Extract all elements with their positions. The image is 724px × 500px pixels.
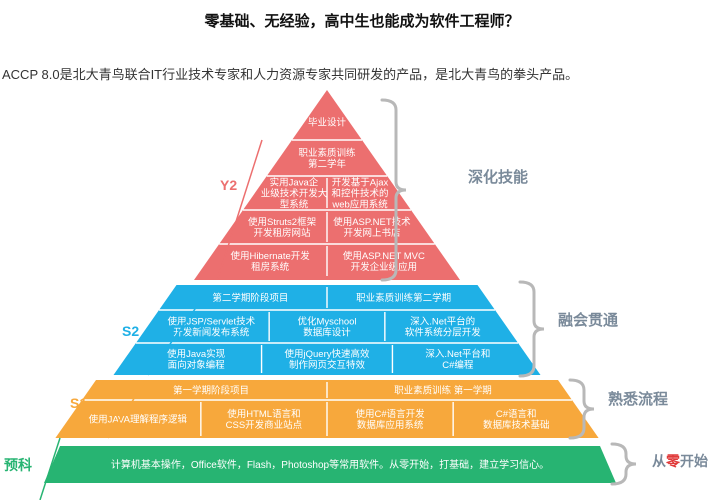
course-cell: 实用Java企业级技术开发大型系统 bbox=[261, 176, 328, 210]
bracket-y2 bbox=[217, 139, 263, 279]
bracket-s1 bbox=[107, 381, 146, 439]
course-cell: 使用jQuery快速高效制作网页交互特效 bbox=[285, 348, 370, 371]
side-label-s1: 熟悉流程 bbox=[608, 390, 668, 408]
intro-text: ACCP 8.0是北大青鸟联合IT行业技术专家和人力资源专家共同研发的产品，是北… bbox=[2, 67, 579, 82]
course-cell: 深入.Net平台的软件系统分层开发 bbox=[405, 315, 482, 338]
course-cell: 毕业设计 bbox=[308, 116, 347, 128]
stage-label-s1: S1 bbox=[70, 395, 87, 411]
stage-s2-shape bbox=[113, 285, 541, 375]
stage-pre-band: 计算机基本操作，Office软件，Flash，Photoshop等常用软件。从零… bbox=[44, 446, 616, 483]
course-cell: 使用ASP.NET技术开发网上书店 bbox=[333, 216, 411, 239]
course-cell: 计算机基本操作，Office软件，Flash，Photoshop等常用软件。从零… bbox=[111, 458, 549, 471]
course-cell: 使用C#语言开发数据库应用系统 bbox=[355, 408, 425, 431]
course-cell: 使用Java实现面向对象编程 bbox=[167, 348, 226, 371]
stage-pre-shape bbox=[44, 446, 616, 483]
stage-label-s2: S2 bbox=[122, 323, 139, 339]
course-cell: 使用Hibernate开发租房系统 bbox=[231, 250, 311, 273]
side-label-s2: 融会贯通 bbox=[558, 311, 618, 329]
side-label-y2: 深化技能 bbox=[468, 168, 528, 186]
brace-s1 bbox=[568, 378, 595, 440]
side-label-pre: 从零开始 bbox=[652, 453, 708, 469]
course-cell: 使用JSP/Servlet技术开发新闻发布系统 bbox=[167, 315, 255, 338]
course-cell: 使用Struts2框架开发租房网站 bbox=[248, 216, 317, 239]
brace-pre bbox=[610, 442, 637, 486]
page-title: 零基础、无经验，高中生也能成为软件工程师？ bbox=[204, 13, 520, 30]
course-cell: 第二学期阶段项目 bbox=[212, 292, 288, 304]
stage-label-pre: 预科 bbox=[4, 457, 32, 473]
course-cell: 职业素质训练第二学年 bbox=[298, 147, 356, 170]
brace-s2 bbox=[518, 280, 545, 378]
course-cell: 第一学期阶段项目 bbox=[173, 384, 249, 396]
brace-y2 bbox=[380, 98, 407, 282]
course-cell: 职业素质训练 第一学期 bbox=[394, 384, 492, 396]
course-cell: C#语言和数据库技术基础 bbox=[483, 408, 550, 431]
bracket-pre bbox=[39, 437, 61, 500]
course-cell: 使用JAVA理解程序逻辑 bbox=[89, 413, 188, 425]
stage-label-y2: Y2 bbox=[220, 177, 237, 193]
bracket-s2 bbox=[147, 294, 206, 376]
stage-s2-band: 第二学期阶段项目 职业素质训练第二学期使用JSP/Servlet技术开发新闻发布系… bbox=[113, 285, 541, 375]
course-cell: 职业素质训练第二学期 bbox=[356, 292, 451, 304]
